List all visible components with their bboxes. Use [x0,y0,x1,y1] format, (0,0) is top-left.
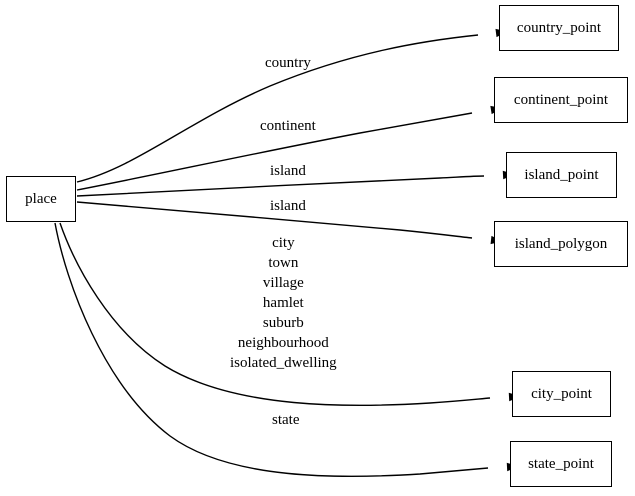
node-island_polygon[interactable]: island_polygon [494,221,628,267]
edge-path-group [54,34,491,478]
node-state_point[interactable]: state_point [510,441,612,487]
edge-place-to-island_point [76,175,485,197]
node-label: island_point [524,166,599,183]
node-label: island_polygon [514,235,608,252]
node-island_point[interactable]: island_point [506,152,617,198]
edge-place-to-state_point [54,222,489,478]
edge-label-place-to-state_point: state [272,412,300,428]
node-label: state_point [528,455,594,472]
edge-label-place-to-country_point: country [265,55,311,71]
edge-place-to-continent_point [76,112,473,191]
edge-place-to-country_point [76,34,479,183]
edge-label-place-to-island_polygon: island [270,198,306,214]
edge-place-to-island_polygon [76,201,473,239]
node-country_point[interactable]: country_point [499,5,619,51]
node-label: continent_point [513,91,609,108]
node-label: city_point [531,385,592,402]
edge-place-to-city_point [59,222,491,407]
node-label: country_point [516,19,602,36]
node-city_point[interactable]: city_point [512,371,611,417]
node-place[interactable]: place [6,176,76,222]
edge-label-place-to-island_point: island [270,163,306,179]
node-label: place [25,190,57,207]
edge-label-place-to-city_point: city town village hamlet suburb neighbou… [230,235,337,371]
node-continent_point[interactable]: continent_point [494,77,628,123]
edge-label-place-to-continent_point: continent [260,118,316,134]
